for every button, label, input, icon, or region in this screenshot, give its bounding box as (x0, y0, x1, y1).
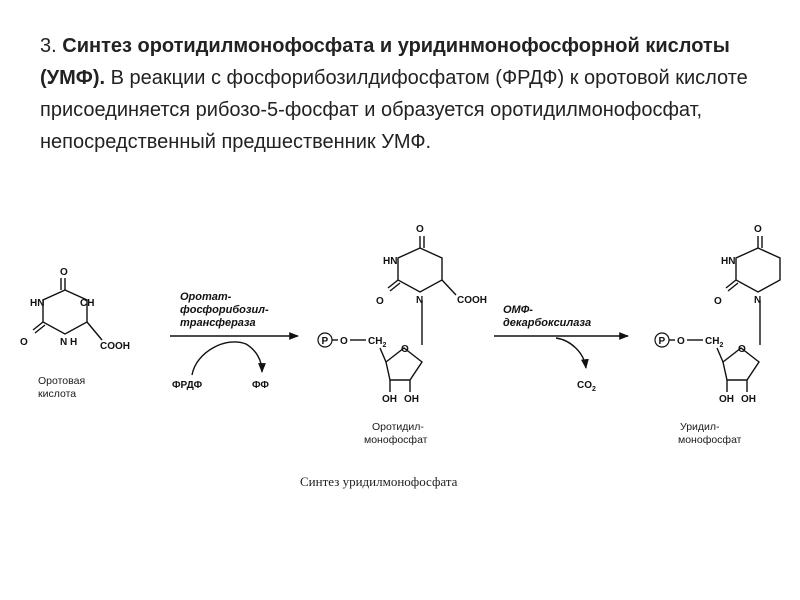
atom-o: O (416, 224, 424, 235)
atom-o: O (60, 267, 68, 278)
atom-o-link: O (340, 336, 348, 347)
atom-ch2: CH2 (705, 336, 723, 349)
item-number: 3. (40, 35, 57, 57)
atom-o: O (376, 296, 384, 307)
atom-cooh: COOH (100, 341, 130, 352)
reaction-2: ОМФ- декарбоксилаза CO2 (494, 304, 629, 393)
phosphate-p: P (659, 336, 666, 347)
omp-label-2: монофосфат (364, 434, 428, 446)
body-text: В реакции с фосфорибозилдифосфатом (ФРДФ… (40, 67, 748, 153)
omp-label-1: Оротидил- (372, 421, 424, 433)
atom-o: O (20, 337, 28, 348)
scheme-caption: Синтез уридилмонофосфата (300, 474, 458, 489)
atom-ch: CH (80, 298, 94, 309)
enzyme-1-line-3: трансфераза (180, 317, 256, 329)
atom-oh-2: OH (741, 394, 756, 405)
enzyme-1-line-2: фосфорибозил- (180, 304, 269, 316)
substrate-prpp: ФРДФ (172, 380, 203, 391)
orotic-acid-structure: O HN CH O N H COOH (20, 267, 130, 352)
atom-h: H (70, 337, 77, 348)
atom-n: N (60, 337, 67, 348)
enzyme-1-line-1: Оротат- (180, 291, 232, 303)
product-ppi: ФФ (252, 380, 269, 391)
omp-structure: O HN O N COOH P O CH2 O OH OH (317, 224, 487, 405)
ump-label-2: монофосфат (678, 434, 742, 446)
ump-label-1: Уридил- (680, 421, 720, 433)
reaction-1: Оротат- фосфорибозил- трансфераза ФРДФ Ф… (170, 291, 299, 391)
atom-oh-2: OH (404, 394, 419, 405)
product-co2: CO2 (577, 380, 596, 393)
atom-o-ring: O (401, 344, 409, 355)
enzyme-2-line-1: ОМФ- (503, 304, 533, 316)
atom-n: N (754, 295, 761, 306)
atom-hn: HN (383, 256, 397, 267)
bold-title: Синтез оротидилмонофосфата и уридинмоноф… (40, 35, 730, 89)
phosphate-p: P (322, 336, 329, 347)
ump-structure: O HN O N P O CH2 O OH OH (654, 224, 781, 405)
atom-oh-1: OH (719, 394, 734, 405)
atom-ch2: CH2 (368, 336, 386, 349)
atom-hn: HN (30, 298, 44, 309)
atom-n: N (416, 295, 423, 306)
atom-o: O (714, 296, 722, 307)
cofactor-arc-1 (191, 341, 266, 376)
orotic-acid-label-2: кислота (38, 388, 76, 400)
slide-text: 3. Синтез оротидилмонофосфата и уридинмо… (40, 30, 770, 158)
atom-o-link: O (677, 336, 685, 347)
atom-oh-1: OH (382, 394, 397, 405)
atom-hn: HN (721, 256, 735, 267)
atom-o: O (754, 224, 762, 235)
orotic-acid-label-1: Оротовая (38, 375, 85, 387)
atom-cooh: COOH (457, 295, 487, 306)
atom-o-ring: O (738, 344, 746, 355)
enzyme-2-line-2: декарбоксилаза (503, 317, 591, 329)
cofactor-arc-2 (555, 337, 589, 369)
